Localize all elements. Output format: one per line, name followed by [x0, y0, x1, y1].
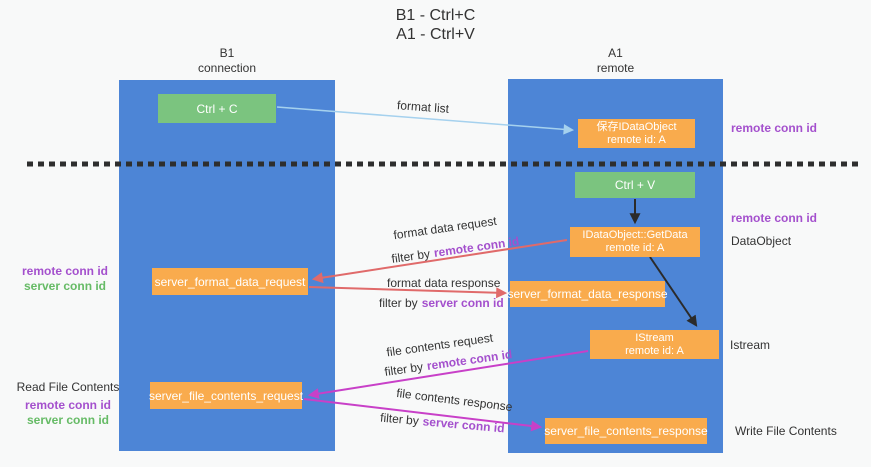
- ctrl-c-node: Ctrl + C: [158, 94, 276, 123]
- save-dataobject-line1: 保存IDataObject: [596, 120, 677, 133]
- remote-conn-id-label-top: remote conn id: [731, 121, 818, 135]
- format-data-response-annotation: format data response: [387, 276, 501, 290]
- lane-b1-name: B1: [219, 46, 235, 60]
- title-line-1: B1 - Ctrl+C: [395, 7, 476, 24]
- server-format-data-request-label: server_format_data_request: [154, 274, 306, 289]
- format-request-to-response-arrow: [308, 286, 508, 299]
- lane-b1-role: connection: [197, 61, 257, 75]
- server-file-contents-request-node: server_file_contents_request: [148, 382, 304, 409]
- save-dataobject-node: 保存IDataObject remote id: A: [578, 119, 695, 148]
- read-file-contents-label: Read File Contents: [16, 380, 120, 394]
- title-line-2: A1 - Ctrl+V: [396, 26, 475, 43]
- getdata-to-format-request-arrow: [311, 239, 568, 284]
- remote-conn-id-label-bottom: remote conn id: [24, 398, 111, 412]
- lane-header-a1: A1 remote: [508, 46, 723, 76]
- getdata-node: IDataObject::GetData remote id: A: [570, 227, 700, 257]
- ctrl-c-label: Ctrl + C: [196, 101, 238, 116]
- diagram-title: B1 - Ctrl+C A1 - Ctrl+V: [0, 6, 871, 44]
- lane-a1-name: A1: [608, 46, 623, 60]
- getdata-line2: remote id: A: [605, 242, 665, 254]
- server-conn-id-emphasis: server conn id: [421, 296, 504, 310]
- lane-a1-role: remote: [596, 61, 635, 75]
- server-format-data-response-label: server_format_data_response: [507, 287, 668, 301]
- istream-line2: remote id: A: [625, 344, 684, 357]
- ctrl-v-label: Ctrl + V: [614, 178, 656, 192]
- server-format-data-request-node: server_format_data_request: [152, 268, 308, 295]
- remote-conn-id-label-left: remote conn id: [21, 264, 108, 278]
- dataobject-label: DataObject: [731, 234, 792, 248]
- istream-line1: IStream: [635, 331, 674, 344]
- server-conn-id-label-left: server conn id: [23, 279, 107, 293]
- filter-by-text: filter by: [379, 296, 418, 310]
- getdata-line1: IDataObject::GetData: [582, 229, 688, 241]
- istream-to-file-request-arrow: [307, 350, 589, 400]
- ctrl-v-node: Ctrl + V: [575, 172, 695, 198]
- server-file-contents-response-node: server_file_contents_response: [544, 418, 708, 444]
- server-format-data-response-node: server_format_data_response: [507, 281, 668, 307]
- remote-conn-id-label-mid: remote conn id: [731, 211, 818, 225]
- write-file-contents-label: Write File Contents: [735, 424, 837, 438]
- server-file-contents-request-label: server_file_contents_request: [148, 388, 304, 403]
- getdata-to-istream-arrow: [649, 256, 698, 327]
- server-conn-id-label-bottom: server conn id: [26, 413, 110, 427]
- read-file-contents-block: Read File Contents remote conn id server…: [13, 380, 123, 428]
- lane-header-b1: B1 connection: [119, 46, 335, 76]
- server-file-contents-response-label: server_file_contents_response: [544, 424, 708, 438]
- save-dataobject-line2: remote id: A: [607, 133, 666, 146]
- istream-side-label: Istream: [730, 338, 771, 352]
- file-request-to-response-arrow: [303, 398, 543, 432]
- left-conn-id-block: remote conn id server conn id: [10, 264, 120, 294]
- istream-node: IStream remote id: A: [590, 330, 719, 359]
- format-list-arrow: [276, 106, 575, 135]
